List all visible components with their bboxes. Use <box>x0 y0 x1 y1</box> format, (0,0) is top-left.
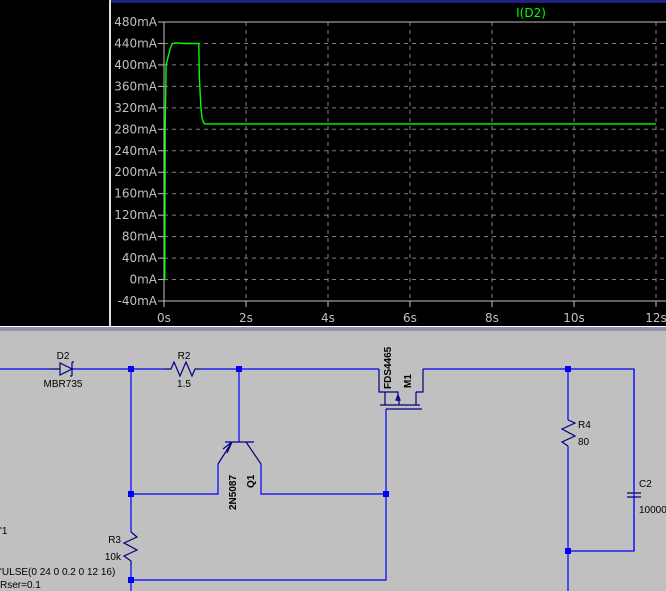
x-tick-label: 4s <box>321 311 335 325</box>
x-tick-label: 0s <box>157 311 171 325</box>
q1-value-label: 2N5087 <box>228 475 239 510</box>
r3-ref-label: R3 <box>108 535 121 546</box>
d2-ref-label: D2 <box>57 351 70 362</box>
y-tick-label: 240mA <box>114 144 158 158</box>
wire-m1-drain <box>423 368 635 552</box>
junction-dot <box>383 491 389 497</box>
junction-dot <box>565 548 571 554</box>
trace-i-d2[interactable] <box>164 42 656 281</box>
y-tick-label: 440mA <box>114 36 158 50</box>
y-tick-label: 480mA <box>114 15 158 29</box>
schematic-waveform-gap <box>0 0 109 326</box>
y-tick-label: 360mA <box>114 79 158 93</box>
r2-ref-label: R2 <box>178 351 191 362</box>
junction-dot <box>128 366 134 372</box>
junction-dot <box>128 577 134 583</box>
plot-grid <box>164 22 666 301</box>
y-tick-label: -40mA <box>118 294 158 308</box>
schematic-wires <box>0 368 635 591</box>
capacitor-c2[interactable] <box>627 492 641 498</box>
y-tick-label: 400mA <box>114 58 158 72</box>
q1-ref-label: Q1 <box>246 474 257 488</box>
x-tick-label: 12s <box>645 311 666 325</box>
waveform-viewer[interactable] <box>109 0 666 328</box>
m1-ref-label: M1 <box>403 374 414 388</box>
y-axis-ticks: 480mA 440mA 400mA 360mA 320mA 280mA 240mA 200mA… <box>114 15 164 308</box>
mosfet-m1[interactable] <box>378 369 424 410</box>
v1-rser-label: Rser=0.1 <box>0 580 41 591</box>
junction-dot <box>128 491 134 497</box>
junction-dot <box>236 366 242 372</box>
junction-dot <box>565 366 571 372</box>
trace-label-i-d2[interactable]: I(D2) <box>516 6 546 20</box>
v1-ref-label: '1 <box>0 526 8 537</box>
d2-value-label: MBR735 <box>44 379 83 390</box>
transistor-q1[interactable] <box>217 441 262 465</box>
y-tick-label: 200mA <box>114 165 158 179</box>
r4-ref-label: R4 <box>578 420 591 431</box>
x-tick-label: 10s <box>563 311 585 325</box>
x-tick-label: 8s <box>485 311 499 325</box>
wire-gate <box>131 409 387 581</box>
y-tick-label: 280mA <box>114 122 158 136</box>
wire-q1-collector-node <box>260 464 386 495</box>
x-axis-ticks: 0s 2s 4s 6s 8s 10s 12s <box>157 301 666 325</box>
r3-value-label: 10k <box>105 552 122 563</box>
m1-value-label: FDS4465 <box>383 346 394 389</box>
resistor-r4[interactable] <box>560 419 577 447</box>
y-tick-label: 80mA <box>122 230 158 244</box>
c2-ref-label: C2 <box>639 479 652 490</box>
pane-divider[interactable] <box>0 326 666 331</box>
plot-axes <box>163 21 666 302</box>
y-tick-label: 40mA <box>122 251 158 265</box>
y-tick-label: 320mA <box>114 101 158 115</box>
y-tick-label: 160mA <box>114 187 158 201</box>
c2-value-label: 10000 <box>639 505 666 516</box>
wire-q1-emitter-node <box>131 464 219 495</box>
y-tick-label: 0mA <box>129 273 157 287</box>
junction-dots <box>128 366 571 583</box>
x-tick-label: 2s <box>239 311 253 325</box>
resistor-r3[interactable] <box>122 531 139 566</box>
resistor-r2[interactable] <box>165 360 201 378</box>
r4-value-label: 80 <box>578 437 590 448</box>
r2-value-label: 1.5 <box>177 379 191 390</box>
diode-d2[interactable] <box>50 361 74 377</box>
v1-pulse-label: 'ULSE(0 24 0 0.2 0 12 16) <box>0 567 115 578</box>
waveform-plot[interactable]: 480mA 440mA 400mA 360mA 320mA 280mA 240mA 200mA… <box>0 0 666 330</box>
y-tick-label: 120mA <box>114 208 158 222</box>
x-tick-label: 6s <box>403 311 417 325</box>
